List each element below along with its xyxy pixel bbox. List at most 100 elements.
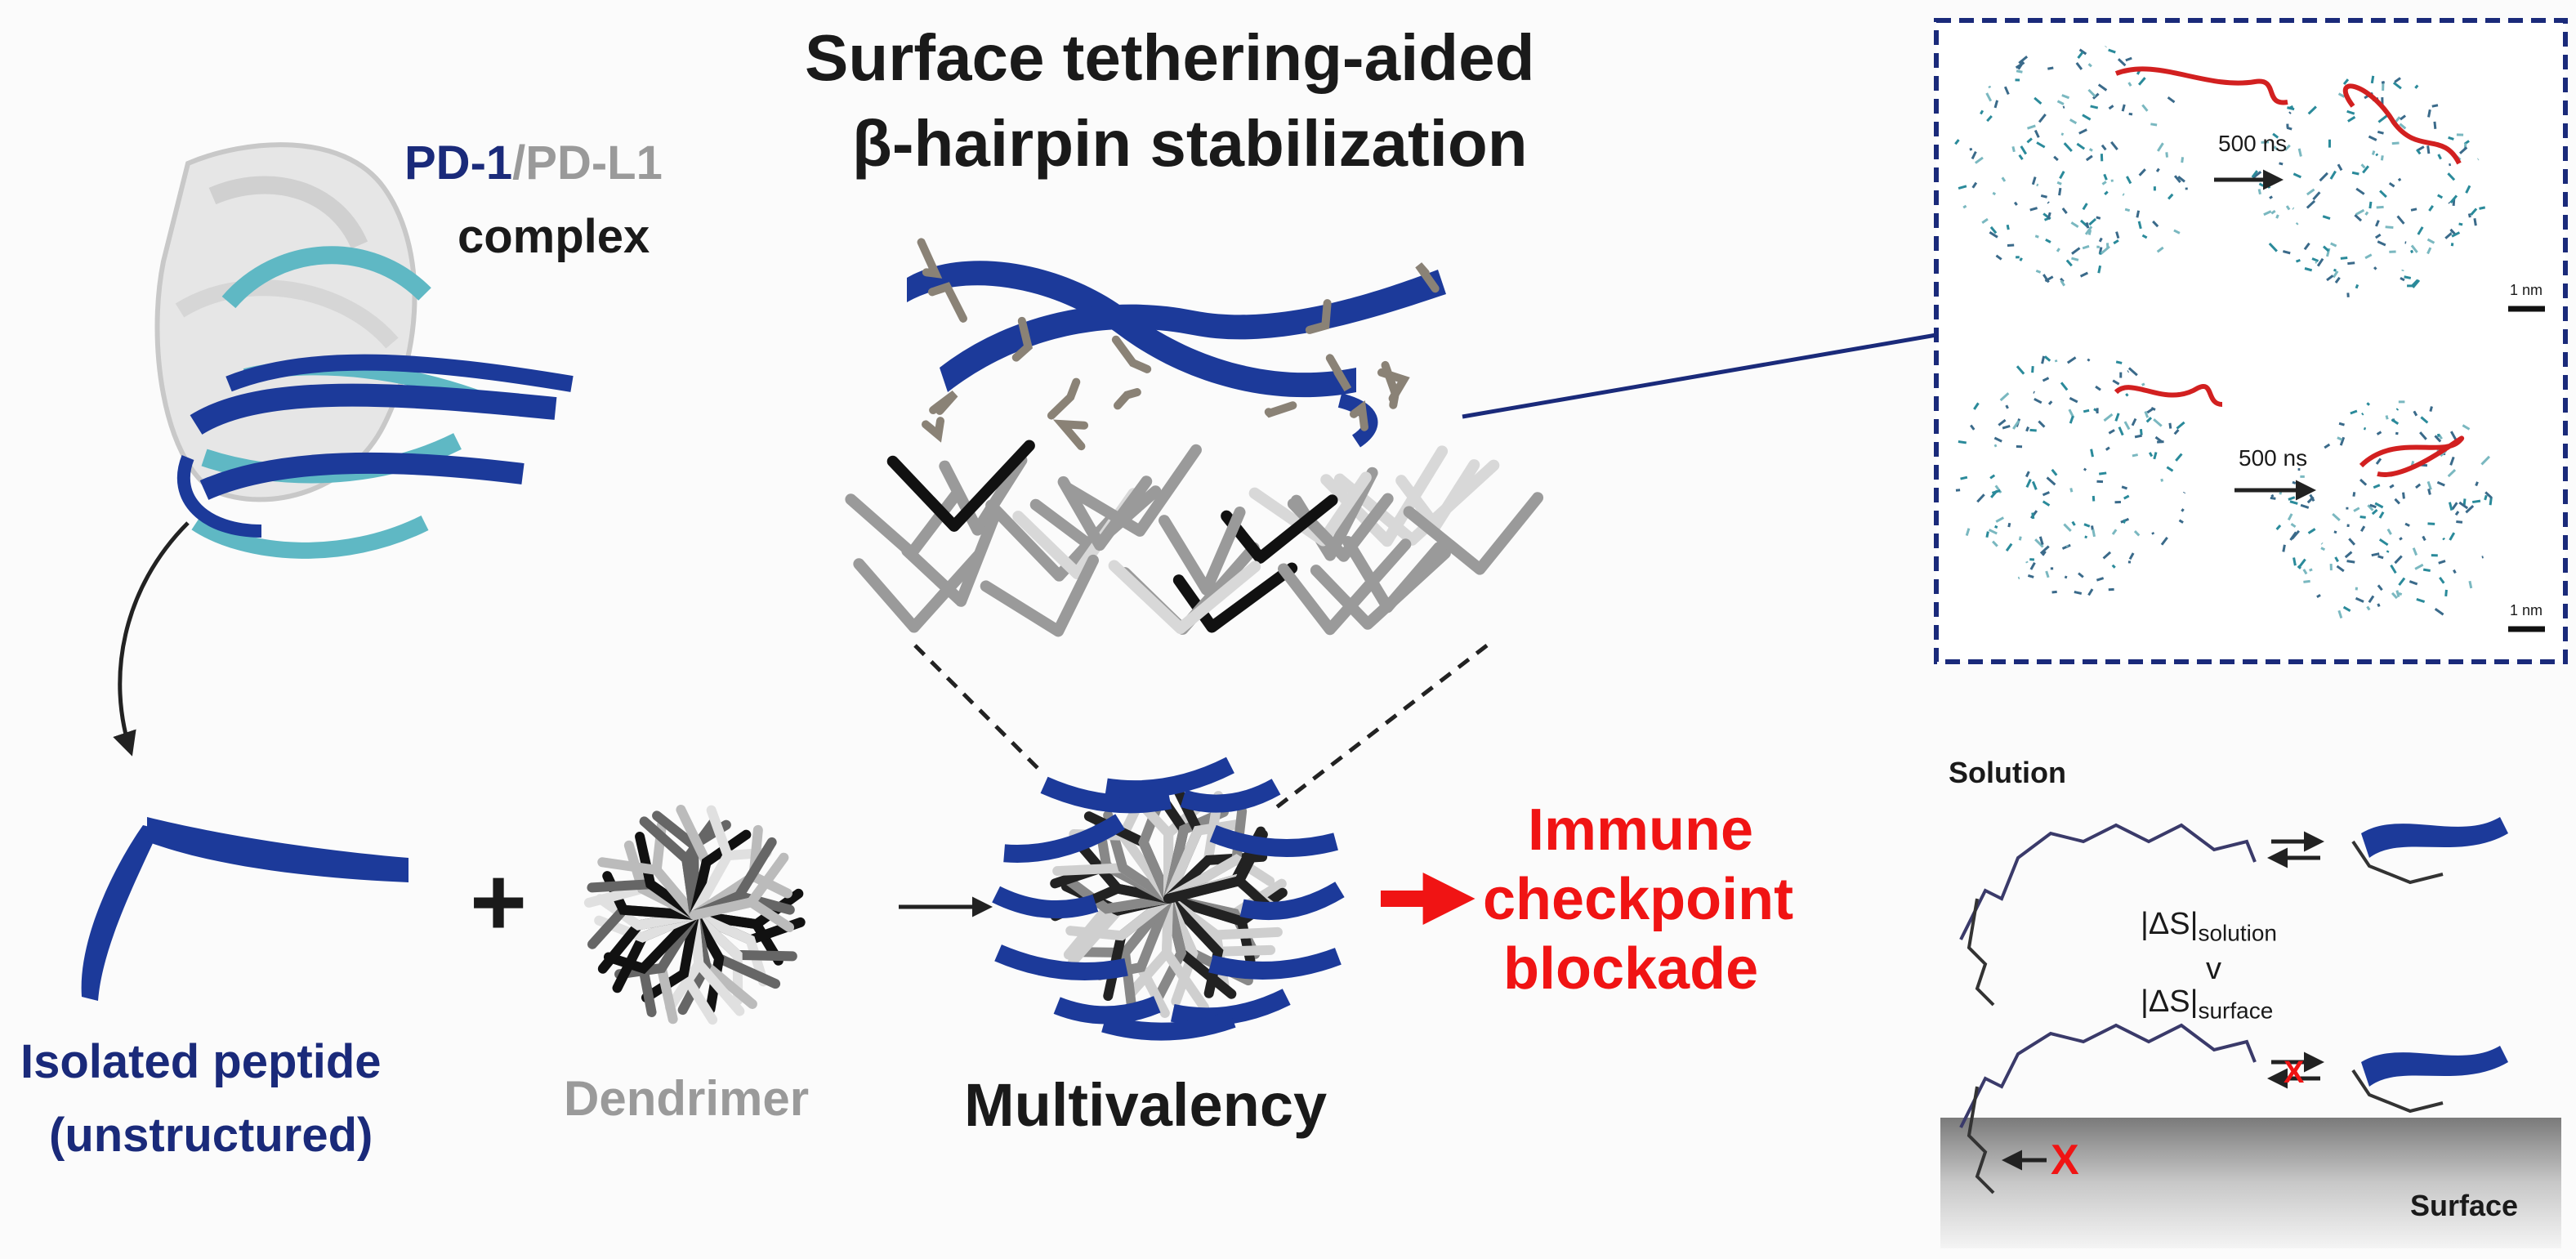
md-atom-bond bbox=[2410, 249, 2414, 253]
md-atom-bond bbox=[2025, 479, 2032, 488]
md-atom-bond bbox=[2042, 500, 2051, 507]
side-chain bbox=[1381, 360, 1400, 409]
md-atom-bond bbox=[2263, 210, 2272, 217]
md-atom-bond bbox=[2027, 574, 2034, 578]
md-atom-bond bbox=[2303, 242, 2310, 251]
md-atom-bond bbox=[2126, 176, 2132, 185]
md-atom-bond bbox=[2447, 172, 2456, 181]
conjugated-peptide-ribbon bbox=[1040, 776, 1172, 814]
side-chain bbox=[1415, 262, 1440, 293]
md-atom-bond bbox=[2438, 560, 2446, 565]
solution-label: Solution bbox=[1949, 756, 2066, 789]
md-atom-bond bbox=[2329, 170, 2337, 180]
md-atom-bond bbox=[2431, 104, 2439, 108]
md-atom-bond bbox=[2416, 149, 2422, 155]
md-atom-bond bbox=[2334, 276, 2341, 283]
md-atom-bond bbox=[2324, 443, 2331, 449]
md-atom-bond bbox=[1958, 185, 1967, 190]
md-atom-bond bbox=[1971, 181, 1978, 189]
md-atom-bond bbox=[2006, 224, 2010, 230]
md-atom-bond bbox=[2007, 522, 2011, 528]
md-atom-bond bbox=[2316, 593, 2321, 599]
md-atom-bond bbox=[2449, 163, 2452, 167]
md-atom-bond bbox=[2112, 379, 2120, 386]
md-atom-bond bbox=[2361, 413, 2364, 416]
md-atom-bond bbox=[2141, 104, 2149, 112]
md-atom-bond bbox=[2071, 247, 2081, 255]
md-atom-bond bbox=[2154, 435, 2163, 444]
md-atom-bond bbox=[2411, 279, 2419, 287]
md-atom-bond bbox=[2097, 265, 2102, 274]
md-atom-bond bbox=[2056, 181, 2062, 185]
md-atom-bond bbox=[2396, 215, 2405, 225]
dendrimer-branch bbox=[1159, 507, 1246, 596]
md-atom-bond bbox=[2354, 214, 2363, 222]
side-chain bbox=[1264, 401, 1297, 418]
md-atom-bond bbox=[2320, 547, 2326, 551]
dendrimer-branch bbox=[886, 440, 1035, 532]
md-atom-bond bbox=[2426, 145, 2431, 154]
peptide-label-line1: Isolated peptide bbox=[20, 1035, 382, 1088]
md-atom-bond bbox=[2044, 275, 2054, 283]
scale-label-bottom: 1 nm bbox=[2510, 602, 2543, 618]
md-atom-bond bbox=[2417, 226, 2424, 235]
md-atom-bond bbox=[2437, 194, 2444, 199]
md-atom-bond bbox=[2473, 218, 2477, 226]
md-atom-bond bbox=[2060, 132, 2065, 136]
md-atom-bond bbox=[2064, 575, 2068, 579]
md-atom-bond bbox=[2293, 557, 2297, 566]
md-atom-bond bbox=[2007, 243, 2015, 247]
md-atom-bond bbox=[2339, 436, 2346, 446]
main-title-line2: β-hairpin stabilization bbox=[852, 107, 1528, 180]
md-atom-bond bbox=[2295, 258, 2301, 263]
md-atom-bond bbox=[2428, 205, 2434, 212]
side-chain bbox=[1047, 377, 1081, 420]
md-atom-bond bbox=[2326, 275, 2334, 282]
md-atom-bond bbox=[2125, 56, 2132, 62]
md-atom-bond bbox=[2156, 246, 2164, 253]
md-atom-bond bbox=[2273, 145, 2279, 151]
md-atom-bond bbox=[1988, 529, 1998, 535]
dendrimer-branch bbox=[690, 910, 784, 966]
md-atom-bond bbox=[2082, 244, 2090, 250]
md-atom-bond bbox=[2306, 199, 2316, 209]
md-atom-bond bbox=[2121, 104, 2126, 112]
side-chain bbox=[1350, 400, 1368, 431]
md-atom-bond bbox=[2398, 577, 2406, 587]
md-atom-bond bbox=[2449, 532, 2456, 541]
md-atom-bond bbox=[2012, 420, 2020, 430]
md-atom-bond bbox=[2069, 396, 2078, 404]
md-atom-bond bbox=[2075, 62, 2083, 70]
surface-label: Surface bbox=[2410, 1189, 2519, 1222]
md-atom-bond bbox=[2070, 221, 2079, 228]
md-atom-bond bbox=[2366, 402, 2371, 406]
md-atom-bond bbox=[2034, 234, 2039, 239]
md-atom-bond bbox=[1999, 392, 2010, 402]
dendrimer-branch bbox=[1163, 854, 1275, 904]
md-atom-bond bbox=[1995, 516, 2005, 523]
md-atom-bond bbox=[2153, 452, 2158, 460]
dendrimer-branch bbox=[1278, 538, 1412, 636]
md-atom-bond bbox=[2458, 222, 2463, 226]
md-atom-bond bbox=[2176, 421, 2185, 430]
extended-peptide-solution bbox=[1959, 823, 2257, 1007]
side-chain bbox=[1011, 316, 1033, 362]
md-atom-bond bbox=[2117, 58, 2127, 67]
md-atom-bond bbox=[2045, 570, 2050, 578]
md-atom-bond bbox=[2087, 230, 2092, 235]
md-atom-bond bbox=[2426, 247, 2432, 255]
md-atom-bond bbox=[2377, 603, 2381, 608]
md-atom-bond bbox=[2377, 130, 2384, 135]
dendrimer-branch bbox=[1062, 444, 1202, 537]
md-atom-bond bbox=[2462, 498, 2467, 506]
md-atom-bond bbox=[2400, 114, 2407, 121]
surface-slab bbox=[1940, 1118, 2561, 1248]
md-atom-bond bbox=[2297, 148, 2302, 157]
md-atom-bond bbox=[2333, 530, 2337, 534]
dendrimer-branch bbox=[1395, 459, 1480, 532]
md-atom-bond bbox=[2376, 205, 2384, 209]
md-peptide-trace bbox=[2342, 83, 2462, 165]
md-atom-bond bbox=[1994, 525, 1998, 529]
md-atom-bond bbox=[2153, 418, 2163, 427]
dendrimer-branch bbox=[1125, 894, 1173, 999]
